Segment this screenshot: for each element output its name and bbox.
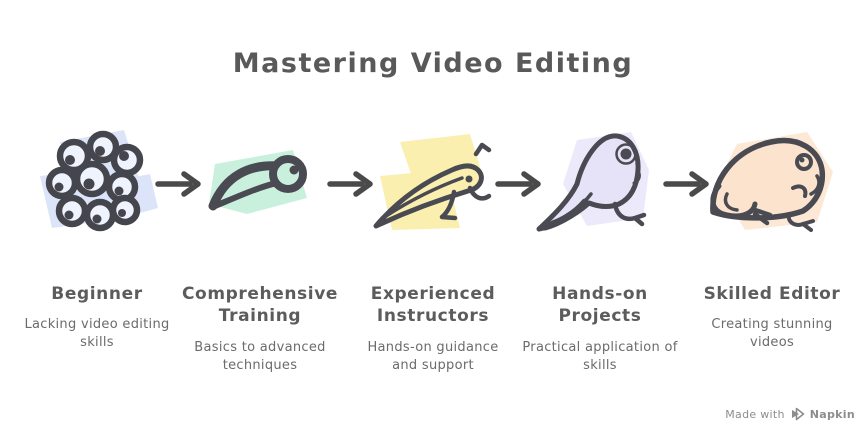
- froglet-icon: [536, 131, 649, 231]
- arrow-right-icon: [155, 171, 201, 197]
- stage-beginner: Beginner Lacking video editing skills: [12, 123, 182, 352]
- stage-heading: Experienced Instructors: [370, 284, 496, 327]
- tadpole-with-legs-icon: [373, 133, 492, 230]
- arrow-right-icon: [495, 171, 541, 197]
- stage-description: Hands-on guidance and support: [367, 339, 499, 373]
- stage-heading: Beginner: [51, 284, 143, 304]
- stage-description: Practical application of skills: [522, 339, 678, 373]
- froglet-illustration: [515, 123, 685, 249]
- tadpole-icon: [208, 149, 307, 214]
- made-with-label: Made with: [725, 407, 785, 421]
- stage-hands-on-projects: Hands-on Projects Practical application …: [515, 123, 685, 375]
- arrow-right-icon: [327, 171, 373, 197]
- stage-heading: Comprehensive Training: [181, 284, 339, 327]
- frog-eggs-illustration: [12, 123, 182, 249]
- stage-skilled-editor: Skilled Editor Creating stunning videos: [687, 123, 857, 352]
- stage-heading: Hands-on Projects: [552, 284, 648, 327]
- tadpole-with-legs-illustration: [348, 123, 518, 249]
- napkin-credit[interactable]: Made with Napkin: [725, 407, 855, 421]
- adult-frog-illustration: [687, 123, 857, 249]
- stage-description: Creating stunning videos: [711, 317, 833, 351]
- tadpole-illustration: [175, 123, 345, 249]
- stage-heading: Skilled Editor: [703, 284, 841, 304]
- napkin-logo-icon: [791, 407, 805, 421]
- adult-frog-icon: [710, 131, 833, 232]
- stage-experienced-instructors: Experienced Instructors Hands-on guidanc…: [348, 123, 518, 375]
- frog-eggs-icon: [40, 129, 158, 231]
- stage-description: Basics to advanced techniques: [194, 339, 326, 373]
- diagram-title: Mastering Video Editing: [232, 48, 634, 79]
- stage-description: Lacking video editing skills: [24, 317, 170, 351]
- arrow-right-icon: [663, 171, 709, 197]
- stage-comprehensive-training: Comprehensive Training Basics to advance…: [175, 123, 345, 375]
- napkin-brand-label: Napkin: [809, 407, 855, 421]
